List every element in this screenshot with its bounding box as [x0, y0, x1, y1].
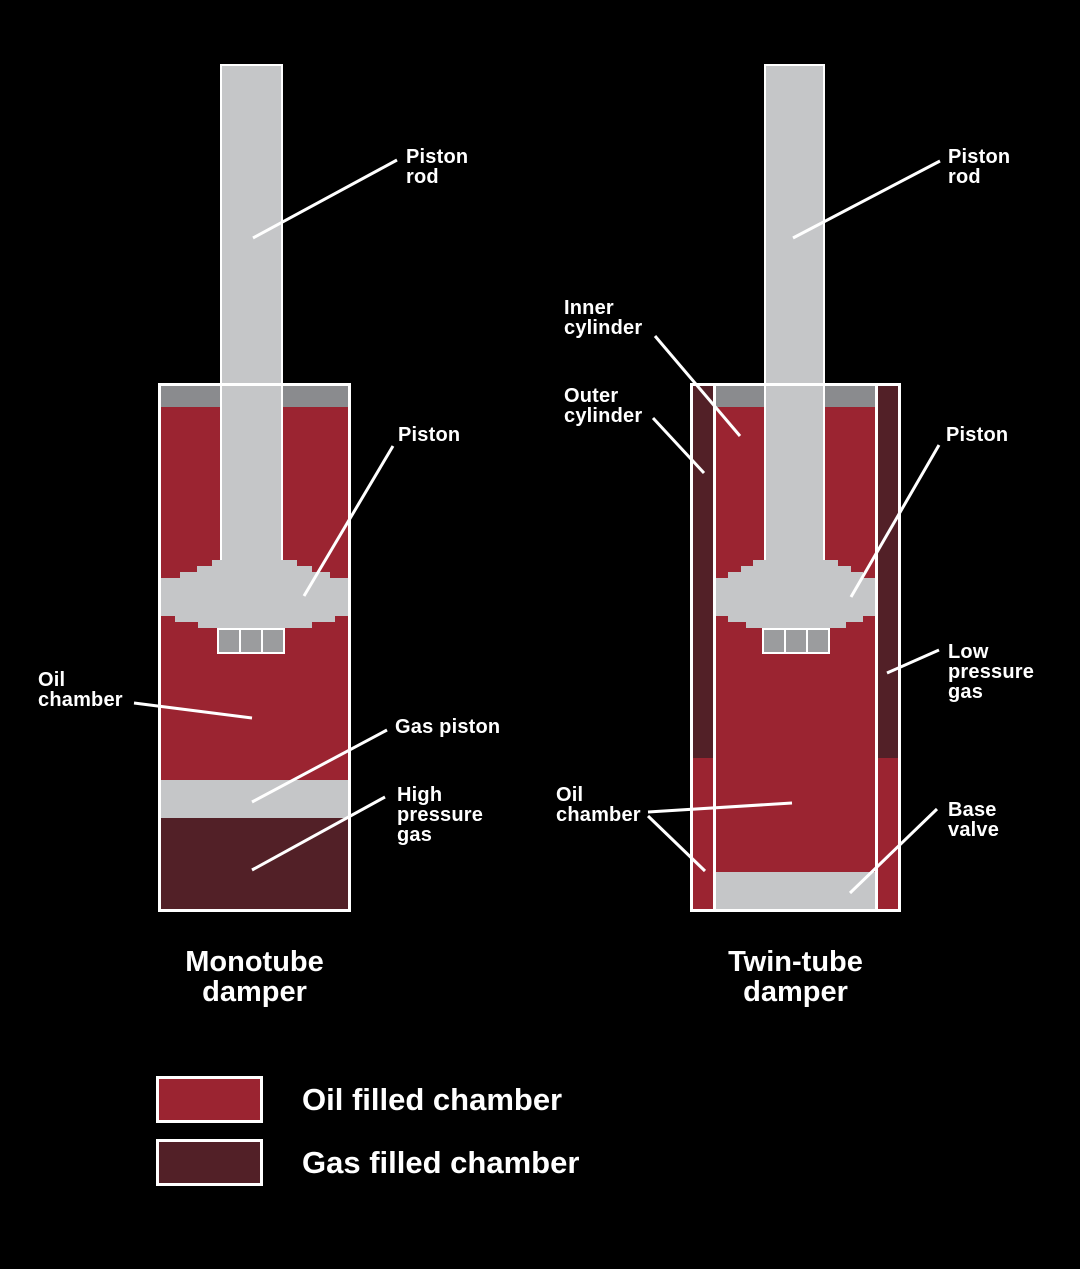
twintube-annulus-oil-left [693, 758, 713, 909]
twintube-outer-cylinder-label: Outer cylinder [564, 385, 643, 427]
monotube-piston-rod-label: Piston rod [406, 146, 469, 188]
monotube-high-pressure-gas-chamber [161, 818, 348, 909]
twintube-base-valve-label: Base valve [948, 799, 1000, 841]
twintube-piston-band [716, 578, 875, 616]
valve-divider [261, 630, 263, 652]
twintube-piston-step [746, 622, 846, 628]
monotube-piston-label: Piston [398, 424, 461, 446]
twintube-rod-lower [764, 386, 825, 578]
valve-divider [239, 630, 241, 652]
twintube-title: Twin-tube damper [728, 946, 863, 1008]
twintube-inner-cylinder-label: Inner cylinder [564, 297, 643, 339]
legend-label-gas: Gas filled chamber [302, 1145, 580, 1180]
twintube-piston-valve-block [762, 628, 830, 654]
twintube-annulus-oil-right [878, 758, 898, 909]
twintube-low-pressure-gas-label: Low pressure gas [948, 641, 1035, 703]
monotube-gas-piston-label: Gas piston [395, 716, 501, 738]
monotube-rod-lower [220, 386, 283, 578]
monotube-oil-chamber-label: Oil chamber [38, 669, 123, 711]
monotube-gas-piston-band [161, 780, 348, 818]
monotube-piston-valve-block [217, 628, 285, 654]
twintube-piston-rod-label: Piston rod [948, 146, 1011, 188]
legend-swatch-oil [156, 1076, 263, 1123]
monotube-piston-band [161, 578, 348, 616]
monotube-piston-step [198, 622, 312, 628]
twintube-piston-step [728, 572, 863, 578]
monotube-piston-step [180, 572, 330, 578]
valve-divider [806, 630, 808, 652]
legend-label-oil: Oil filled chamber [302, 1082, 563, 1117]
valve-divider [784, 630, 786, 652]
twintube-piston-step [753, 560, 838, 566]
monotube-high-pressure-gas-label: High pressure gas [397, 784, 484, 846]
twintube-base-valve-block [716, 872, 875, 909]
monotube-title: Monotube damper [185, 946, 324, 1008]
twintube-inner-cylinder-wall-left [713, 386, 716, 909]
twintube-piston-step [741, 566, 851, 572]
monotube-piston-step [197, 566, 312, 572]
twintube-piston-label: Piston [946, 424, 1009, 446]
legend-swatch-gas [156, 1139, 263, 1186]
twintube-oil-chamber-label: Oil chamber [556, 784, 641, 826]
monotube-piston-step [212, 560, 297, 566]
twintube-inner-cylinder-wall-right [875, 386, 878, 909]
twintube-piston-step [728, 616, 863, 622]
monotube-piston-step [175, 616, 335, 622]
